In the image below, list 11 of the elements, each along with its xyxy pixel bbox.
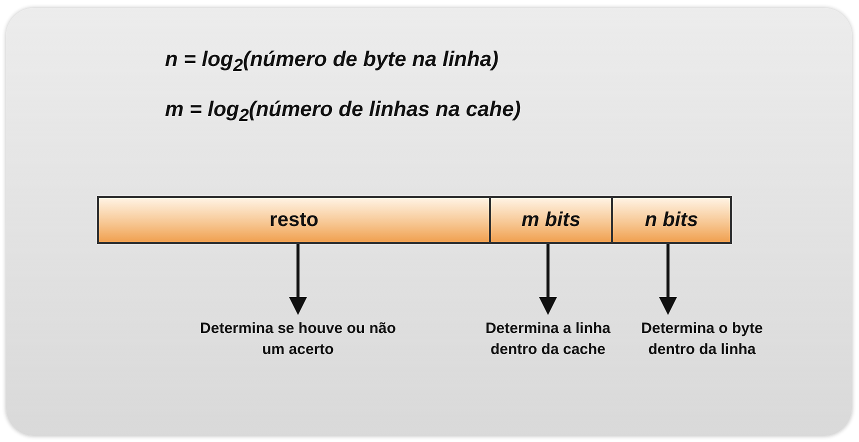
arrow bbox=[659, 244, 677, 315]
description-text: Determina a linha dentro da cache bbox=[478, 318, 618, 360]
arrow bbox=[289, 244, 307, 315]
formula-text: m = log$_{2}$(número de linhas na cahe) bbox=[165, 98, 521, 126]
formula-text: n = log$_{2}$(número de byte na linha) bbox=[165, 48, 499, 76]
bit-field-segment: m bits bbox=[489, 196, 613, 244]
bit-field-segment: resto bbox=[97, 196, 491, 244]
bit-field-segment: n bits bbox=[611, 196, 732, 244]
description-text: Determina o byte dentro da linha bbox=[632, 318, 772, 360]
arrow bbox=[539, 244, 557, 315]
description-text: Determina se houve ou não um acerto bbox=[198, 318, 398, 360]
